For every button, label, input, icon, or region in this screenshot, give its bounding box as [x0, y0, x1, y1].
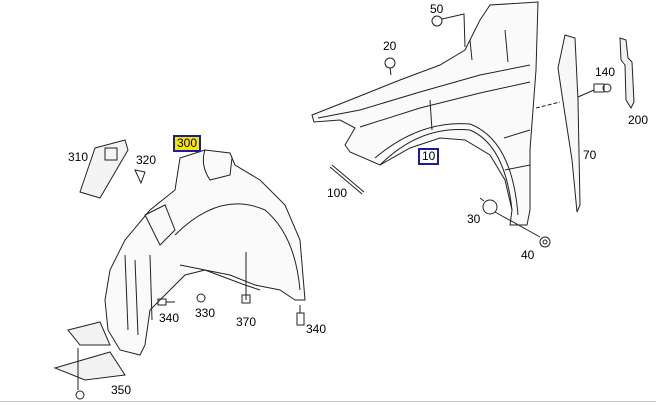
callout-340[interactable]: 340	[159, 311, 180, 325]
callout-70[interactable]: 70	[583, 148, 597, 162]
callout-370[interactable]: 370	[236, 315, 257, 329]
callout-100[interactable]: 100	[327, 186, 348, 200]
bolt-340b[interactable]	[296, 305, 305, 326]
callout-40[interactable]: 40	[521, 248, 535, 262]
clip-30[interactable]	[479, 197, 541, 238]
clip-50[interactable]	[431, 13, 466, 48]
seal-strip-70[interactable]	[535, 34, 581, 213]
screw-140[interactable]	[577, 83, 612, 98]
callout-30[interactable]: 30	[467, 212, 481, 226]
callout-20[interactable]: 20	[383, 39, 397, 53]
clip-20[interactable]	[384, 57, 396, 76]
callout-200[interactable]: 200	[628, 113, 649, 127]
callout-50[interactable]: 50	[430, 2, 444, 16]
splash-shield-350[interactable]	[53, 321, 126, 400]
nut-40[interactable]	[539, 236, 551, 248]
callout-310[interactable]: 310	[68, 150, 89, 164]
bolt-340a[interactable]	[157, 298, 175, 306]
callout-10-boxed[interactable]: 10	[418, 148, 440, 165]
cover-310[interactable]	[79, 139, 129, 199]
cover-200[interactable]	[619, 37, 635, 110]
bottom-border	[0, 401, 656, 402]
callout-300-highlighted[interactable]: 300	[173, 135, 202, 152]
callout-140[interactable]: 140	[595, 65, 616, 79]
bolt-370[interactable]	[241, 252, 251, 304]
callout-350[interactable]: 350	[111, 383, 132, 397]
callout-340-right[interactable]: 340	[306, 322, 327, 336]
wheel-liner-part[interactable]	[104, 149, 306, 356]
strip-100[interactable]	[329, 164, 365, 195]
nut-330[interactable]	[196, 293, 206, 303]
callout-330[interactable]: 330	[195, 306, 216, 320]
callout-320[interactable]: 320	[136, 153, 157, 167]
fender-part[interactable]	[311, 1, 539, 226]
clip-320[interactable]	[134, 169, 146, 185]
